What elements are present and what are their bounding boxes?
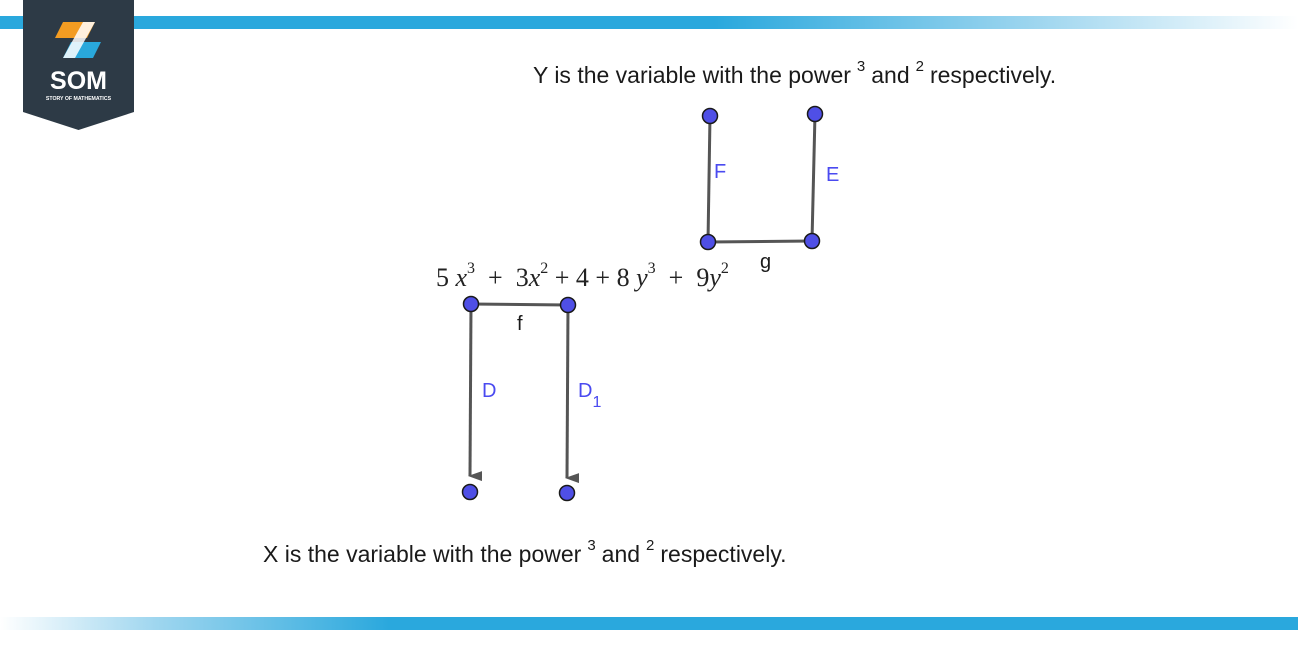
top-caption-prefix: Y is the variable with the power xyxy=(533,62,851,88)
op-1: + xyxy=(488,263,503,292)
bottom-caption-power-b: 2 xyxy=(646,537,655,554)
label-f: f xyxy=(517,313,523,335)
top-accent-bar xyxy=(0,16,1298,29)
logo-text: SOM xyxy=(50,67,107,95)
label-D1-sub: 1 xyxy=(592,394,601,411)
segment-E xyxy=(810,113,817,242)
segment-g xyxy=(707,239,813,244)
vector-D xyxy=(468,303,483,482)
term-5-var: y xyxy=(709,263,721,292)
bottom-caption-power-a: 3 xyxy=(587,537,596,554)
polynomial-expression: 5 x3 + 3x2 + 4 + 8 y3 + 9y2 xyxy=(436,260,729,293)
label-E: E xyxy=(826,164,839,186)
bottom-caption-suffix: respectively. xyxy=(660,541,787,567)
top-caption: Y is the variable with the power 3 and 2 res… xyxy=(533,58,1057,89)
logo-subtext: STORY OF MATHEMATICS xyxy=(46,96,112,102)
op-2: + xyxy=(668,263,684,292)
term-4-var: y xyxy=(636,263,648,292)
label-F: F xyxy=(714,161,726,183)
bottom-accent-bar xyxy=(0,617,1298,630)
term-5-pow: 2 xyxy=(720,260,729,277)
label-D: D xyxy=(482,380,496,402)
term-1-coef: 5 xyxy=(436,263,449,292)
label-D1: D1 xyxy=(578,380,601,411)
term-1-var: x xyxy=(455,263,468,292)
label-D1-main: D xyxy=(578,380,592,402)
term-1-pow: 3 xyxy=(467,260,476,277)
point xyxy=(806,105,824,123)
top-caption-middle: and xyxy=(871,62,910,88)
som-logo: SOM STORY OF MATHEMATICS xyxy=(23,0,134,130)
top-caption-power-a: 3 xyxy=(856,58,866,75)
point xyxy=(558,484,576,502)
logo-mark-icon xyxy=(55,22,101,58)
segment-F xyxy=(706,115,712,243)
term-4-pow: 3 xyxy=(647,260,656,277)
point xyxy=(559,296,577,314)
top-caption-power-b: 2 xyxy=(915,58,924,75)
bottom-caption-prefix: X is the variable with the power xyxy=(263,541,582,567)
term-3: + 4 + 8 xyxy=(554,263,630,292)
label-g: g xyxy=(760,251,771,273)
term-2-var: x xyxy=(528,263,541,292)
bottom-caption: X is the variable with the power 3 and 2 res… xyxy=(263,537,787,568)
point xyxy=(699,233,717,251)
term-2-pow: 2 xyxy=(540,260,549,277)
term-5-coef: 9 xyxy=(696,263,710,292)
term-2-coef: 3 xyxy=(515,263,529,292)
point xyxy=(803,232,821,250)
point xyxy=(701,107,719,125)
point xyxy=(461,483,479,501)
vector-D1 xyxy=(565,304,580,484)
point xyxy=(462,295,480,313)
bottom-caption-middle: and xyxy=(601,541,641,567)
top-caption-suffix: respectively. xyxy=(929,62,1057,88)
segment-f xyxy=(470,302,569,307)
